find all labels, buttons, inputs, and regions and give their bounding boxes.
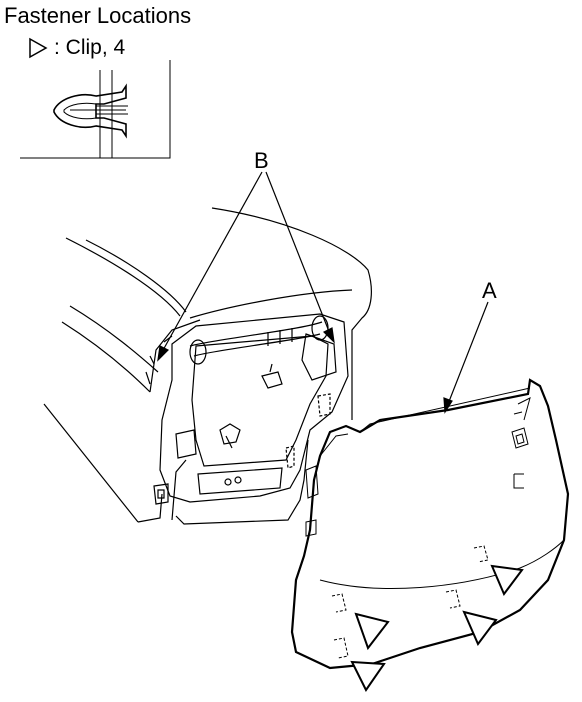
clip-marker-3 [354,612,390,651]
clip-legend: : Clip, 4 [28,34,125,62]
clip-markers [350,564,524,692]
clip-marker-4 [350,660,386,692]
armrest-body [43,207,372,525]
callout-label-a: A [482,278,497,303]
leader-lines [157,171,489,414]
clip-legend-text: : Clip, 4 [54,36,126,59]
clip-detail-inset [20,60,171,159]
callout-label-b: B [254,148,269,173]
page-title: Fastener Locations [4,3,192,28]
triangle-outline-icon [29,37,48,59]
clip-marker-2 [462,610,498,646]
clip-marker-1 [490,564,524,596]
cover-panel-a [290,378,570,670]
